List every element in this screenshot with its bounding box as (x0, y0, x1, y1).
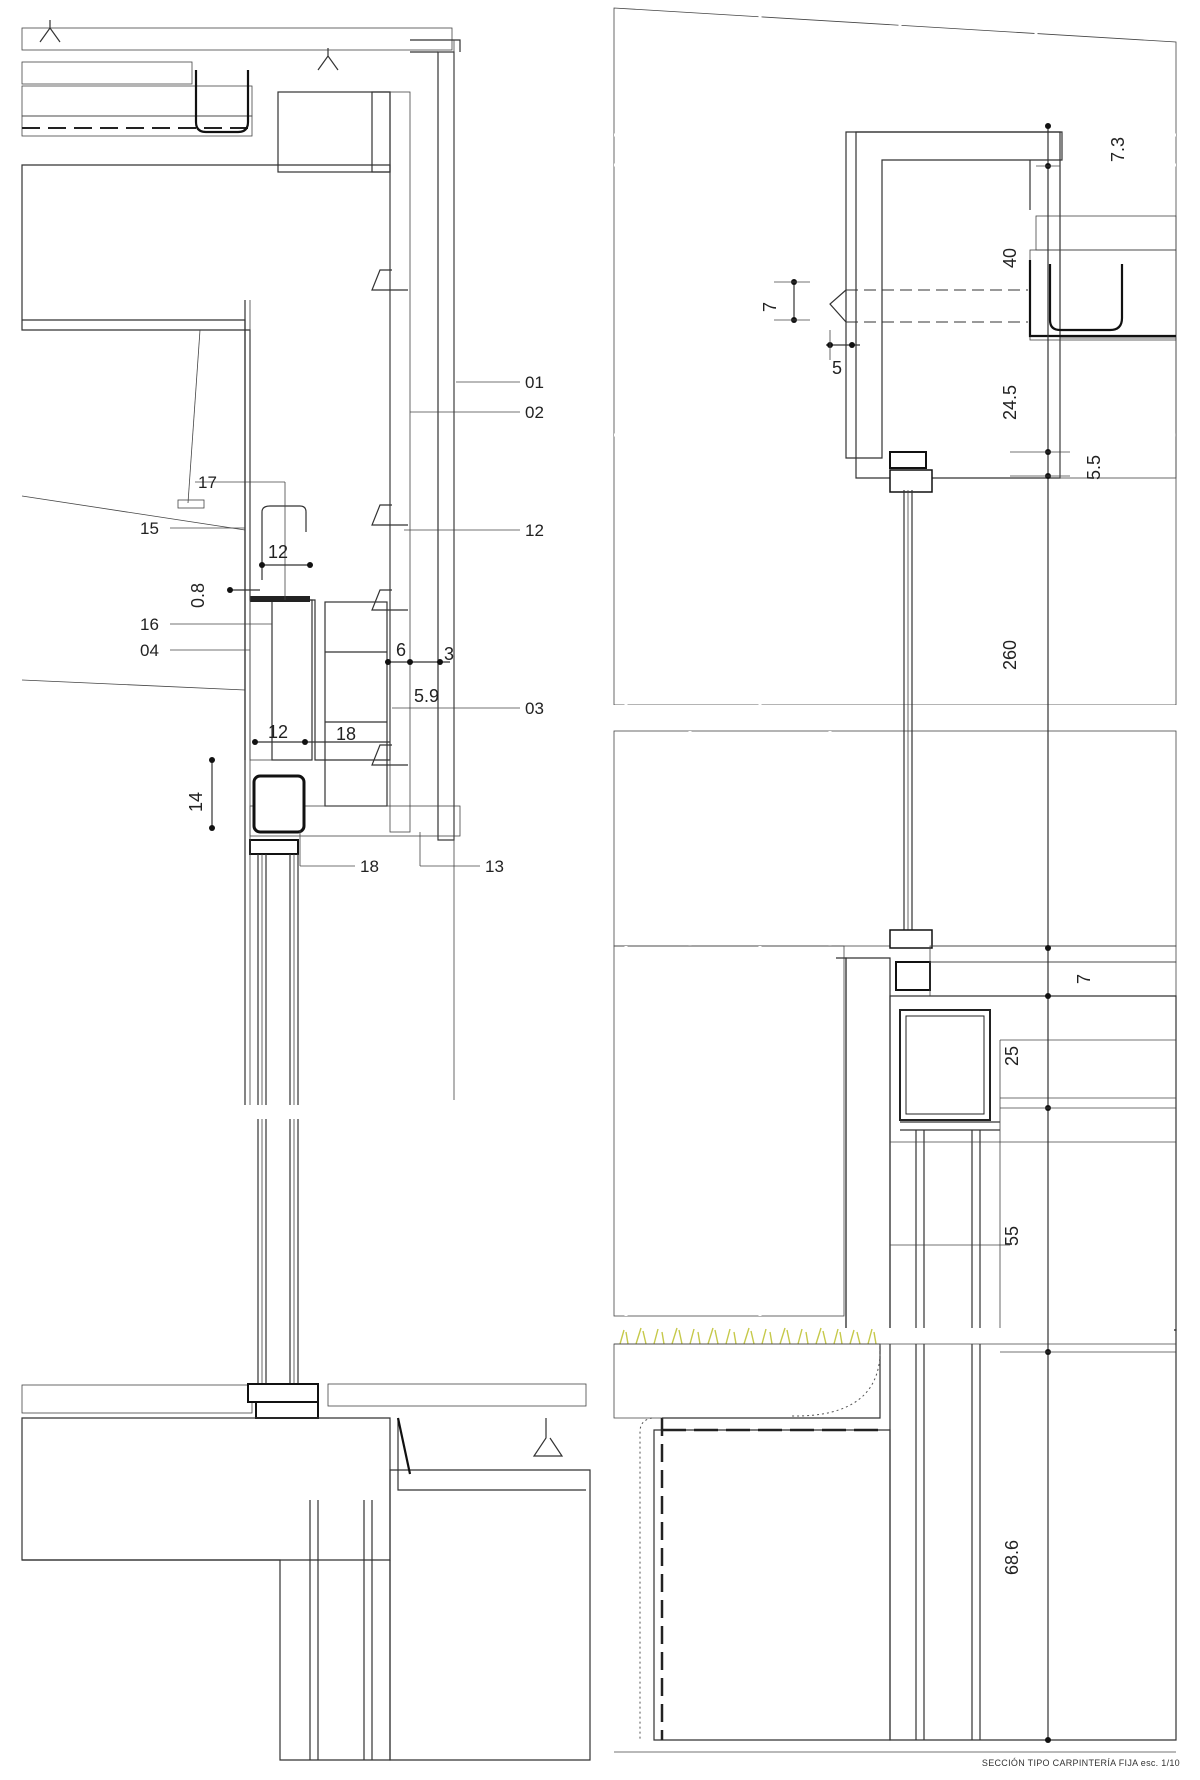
callout-13: 13 (485, 857, 504, 876)
dim-7-mid: 7 (1074, 974, 1094, 984)
dim-25: 25 (1002, 1046, 1022, 1066)
callout-01: 01 (525, 373, 544, 392)
dim-55: 55 (1002, 1226, 1022, 1246)
grass (619, 1327, 877, 1345)
callout-16: 16 (140, 615, 159, 634)
dim-3: 3 (444, 644, 454, 664)
dim-5-9: 5.9 (414, 686, 439, 706)
dim-12-bottom: 12 (268, 722, 288, 742)
dim-40: 40 (1000, 248, 1020, 268)
dim-7-3: 7.3 (1108, 137, 1128, 162)
dim-24-5: 24.5 (1000, 385, 1020, 420)
drawing-caption: SECCIÓN TIPO CARPINTERÍA FIJA esc. 1/10 (982, 1758, 1180, 1768)
dim-5: 5 (832, 358, 842, 378)
callout-04: 04 (140, 641, 159, 660)
dim-14: 14 (186, 792, 206, 812)
callout-18: 18 (360, 857, 379, 876)
dim-6: 6 (396, 640, 406, 660)
dim-5-5: 5.5 (1084, 455, 1104, 480)
callout-02: 02 (525, 403, 544, 422)
callout-12: 12 (525, 521, 544, 540)
callout-15: 15 (140, 519, 159, 538)
dim-0-8: 0.8 (188, 583, 208, 608)
dim-260: 260 (1000, 640, 1020, 670)
right-section-detail: 7.3 40 7 5 24.5 5.5 260 7 25 55 68.6 (608, 7, 1188, 1753)
callout-17: 17 (198, 473, 217, 492)
dim-12-top: 12 (268, 542, 288, 562)
dim-18: 18 (336, 724, 356, 744)
dim-68-6: 68.6 (1002, 1540, 1022, 1575)
callout-03: 03 (525, 699, 544, 718)
dim-7-top: 7 (760, 302, 780, 312)
left-section-detail: 01 02 03 04 12 13 15 16 17 18 12 0.8 6 3… (21, 20, 591, 1761)
